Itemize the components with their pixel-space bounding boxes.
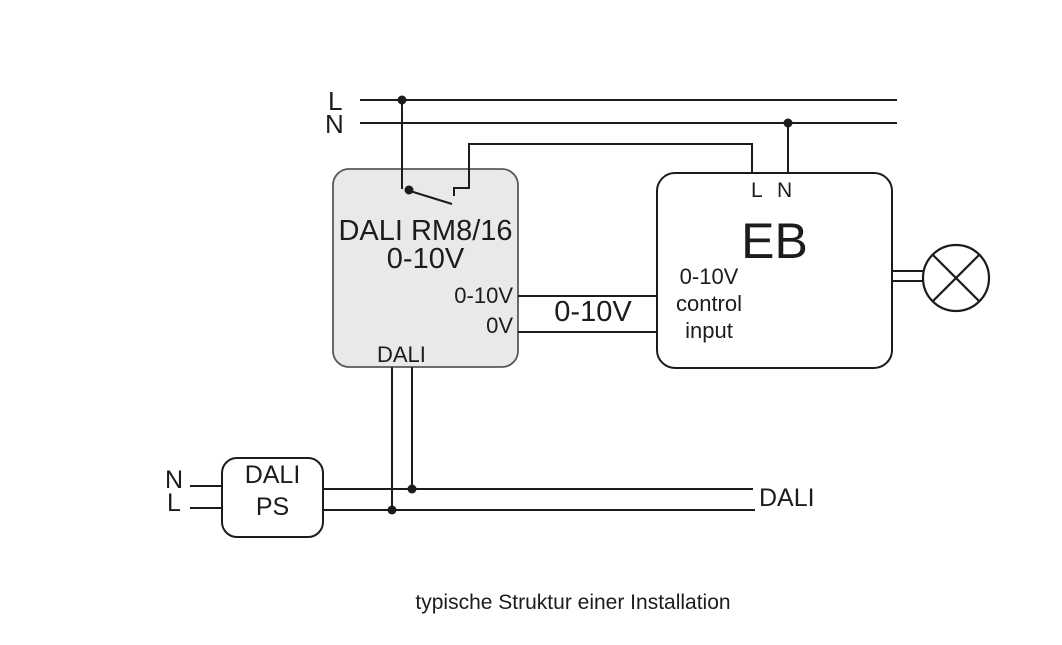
mains-l-label: L [328,86,343,116]
eb-terminal-l-label: L [751,179,763,202]
diagram-caption: typische Struktur einer Installation [415,591,731,614]
lamp-icon [921,243,991,313]
rm-module-name-line2: 0-10V [386,243,465,275]
eb-input-label-line1: 0-10V [679,264,739,289]
ps-terminal-l-label: L [167,489,181,517]
relay-contact-icon [404,143,753,205]
rm-port-0-10v-label: 0-10V [454,283,513,308]
eb-input-label-line2: control [675,291,743,316]
rm-module-name-line1: DALI RM8/16 [338,215,513,247]
mains-n-label: N [325,109,344,139]
eb-title: EB [741,213,808,269]
rm-port-dali-label: DALI [377,342,426,367]
eb-terminal-n-label: N [777,179,793,202]
rm-port-0v-label: 0V [486,313,513,338]
analog-link-label: 0-10V [554,296,632,328]
ps-name-line1: DALI [244,461,301,489]
ps-terminal-n-label: N [165,466,184,494]
rm-module-box [332,168,519,368]
dali-bus-label: DALI [759,484,815,512]
eb-input-label-line3: input [685,318,733,343]
ps-name-line2: PS [255,493,290,521]
dali-ps-box [221,457,324,538]
